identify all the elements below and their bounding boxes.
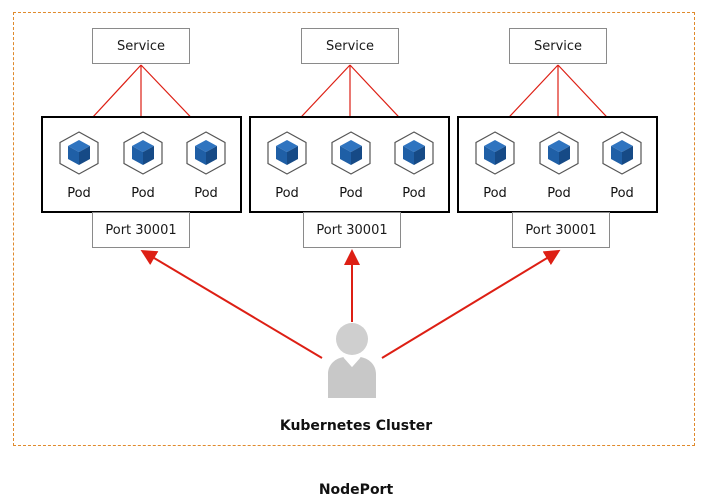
pod-cube-icon	[475, 131, 515, 175]
pod: Pod	[536, 130, 582, 201]
pod-cube-icon	[602, 131, 642, 175]
pod: Pod	[183, 130, 229, 201]
user-to-port3-arrow	[381, 249, 561, 359]
pod-cube-icon	[123, 131, 163, 175]
port-label: Port 30001	[105, 222, 177, 238]
service-label: Service	[533, 38, 583, 54]
pod: Pod	[328, 130, 374, 201]
service-box-1: Service	[92, 28, 190, 64]
user-icon	[328, 323, 376, 398]
pod-cube-icon	[267, 131, 307, 175]
kubernetes-cluster-boundary	[13, 12, 695, 446]
pod-label: Pod	[67, 186, 91, 201]
node-box-2: Pod Pod Pod	[249, 116, 450, 213]
pod-cube-icon	[539, 131, 579, 175]
pod-label: Pod	[547, 186, 571, 201]
pod-label: Pod	[194, 186, 218, 201]
pod: Pod	[120, 130, 166, 201]
pod-cube-icon	[186, 131, 226, 175]
pod-label: Pod	[339, 186, 363, 201]
service-label: Service	[325, 38, 375, 54]
pod: Pod	[56, 130, 102, 201]
pod-cube-icon	[331, 131, 371, 175]
cluster-label: Kubernetes Cluster	[279, 418, 433, 434]
node-box-3: Pod Pod Pod	[457, 116, 658, 213]
service-label: Service	[116, 38, 166, 54]
service-box-2: Service	[301, 28, 399, 64]
pod-cube-icon	[59, 131, 99, 175]
user-to-port1-arrow	[140, 249, 323, 359]
port-label: Port 30001	[525, 222, 597, 238]
port-box-3: Port 30001	[512, 212, 610, 248]
pod-label: Pod	[610, 186, 634, 201]
pod: Pod	[391, 130, 437, 201]
node-box-1: Pod Pod Pod	[41, 116, 242, 213]
diagram-title: NodePort	[318, 482, 394, 498]
pod-label: Pod	[483, 186, 507, 201]
port-box-1: Port 30001	[92, 212, 190, 248]
port-box-2: Port 30001	[303, 212, 401, 248]
pod-cube-icon	[394, 131, 434, 175]
pod-label: Pod	[402, 186, 426, 201]
port-label: Port 30001	[316, 222, 388, 238]
pod: Pod	[472, 130, 518, 201]
pod: Pod	[599, 130, 645, 201]
service-box-3: Service	[509, 28, 607, 64]
pod: Pod	[264, 130, 310, 201]
pod-label: Pod	[275, 186, 299, 201]
pod-label: Pod	[131, 186, 155, 201]
